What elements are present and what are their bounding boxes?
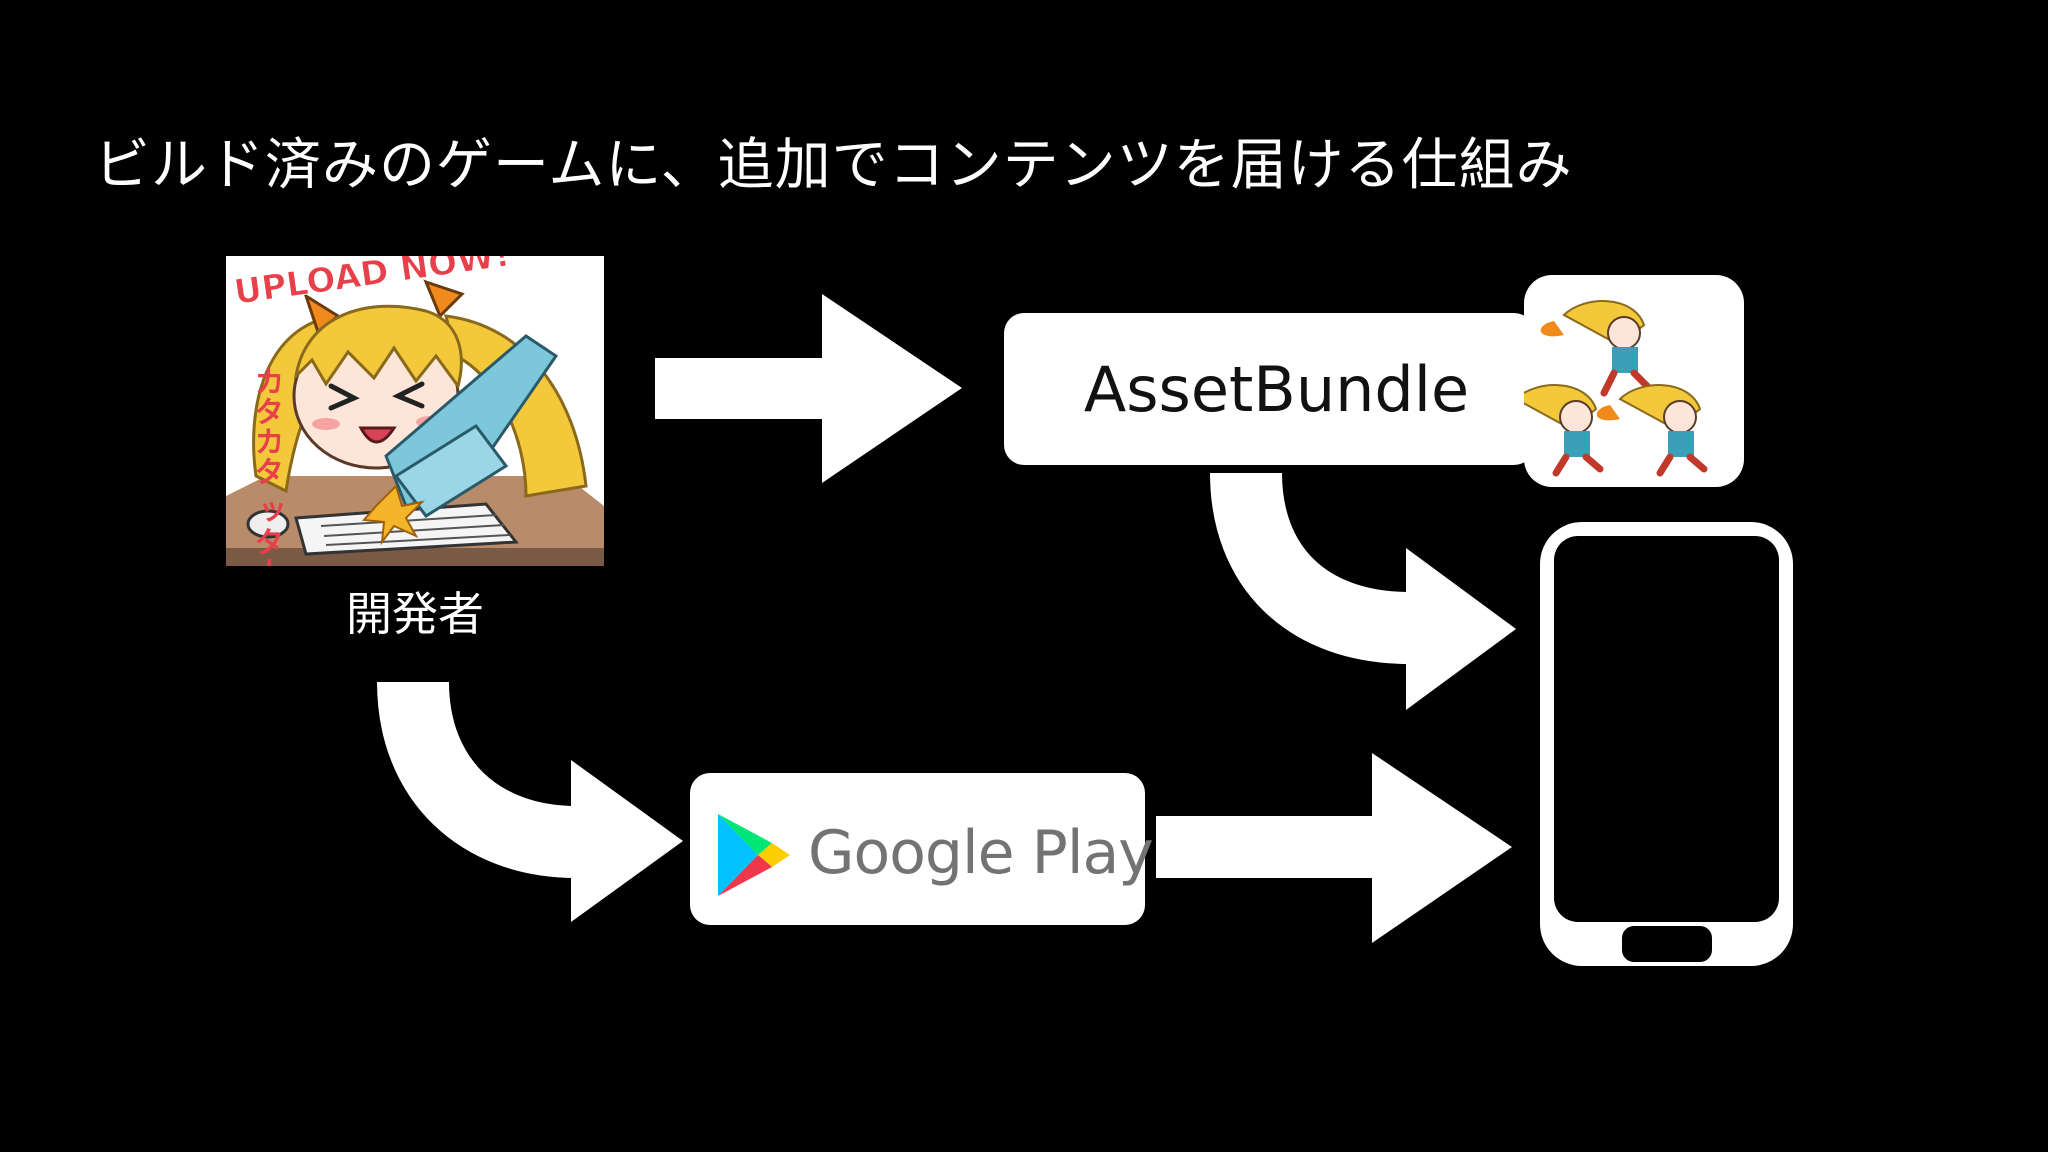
sfx-text: カタカタ ッターン bbox=[249, 366, 284, 566]
sprite-character bbox=[1540, 300, 1652, 397]
smartphone-icon bbox=[1540, 522, 1793, 966]
curved-arrow-assetbundle-to-phone bbox=[1210, 471, 1516, 710]
developer-illustration-icon: UPLOAD NOW! カタカタ ッターン bbox=[226, 256, 604, 566]
assetbundle-label: AssetBundle bbox=[1083, 353, 1470, 426]
assetbundle-box bbox=[1004, 313, 1534, 465]
slide-title: ビルド済みのゲームに、追加でコンテンツを届ける仕組み bbox=[94, 133, 1573, 198]
developer-label: 開発者 bbox=[346, 587, 484, 641]
google-play-logo-icon bbox=[718, 814, 790, 896]
curved-arrow-dev-to-googleplay bbox=[377, 680, 683, 922]
character-sprites-icon bbox=[1492, 275, 1744, 487]
arrow-googleplay-to-phone bbox=[1156, 753, 1512, 943]
googleplay-label: Google Play bbox=[808, 818, 1154, 888]
sprite-character bbox=[1492, 384, 1604, 477]
arrow-dev-to-assetbundle bbox=[655, 294, 962, 483]
sprite-character bbox=[1596, 384, 1708, 477]
